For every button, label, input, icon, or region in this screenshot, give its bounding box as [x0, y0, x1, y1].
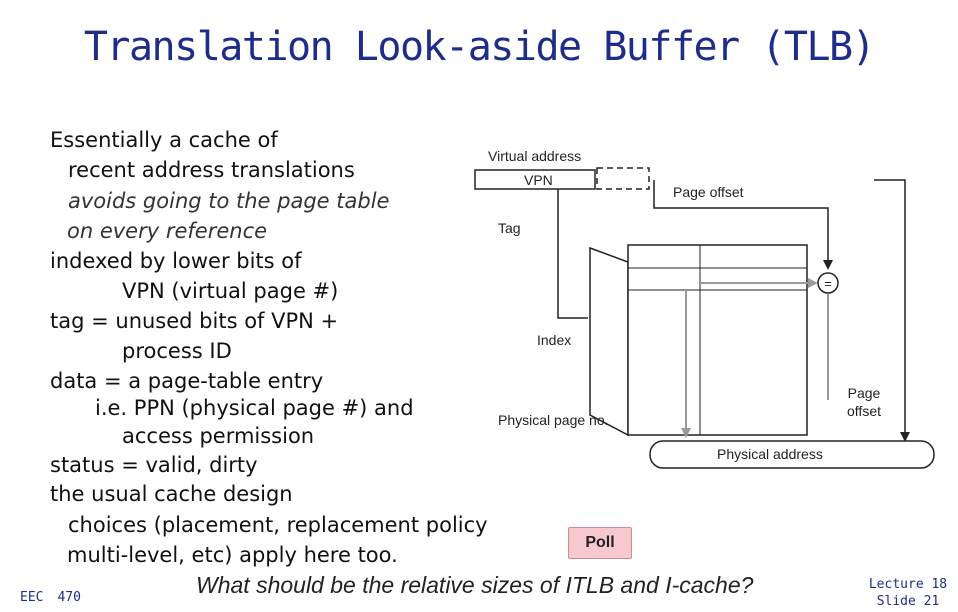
virtual-address-label: Virtual address — [488, 148, 581, 164]
slide-number: Slide 21 — [876, 594, 940, 609]
bullet-line: process ID — [122, 339, 232, 363]
slide-title: Translation Look-aside Buffer (TLB) — [83, 24, 876, 70]
physical-address-label: Physical address — [717, 446, 823, 462]
footer-course: EEC 470 — [20, 590, 81, 605]
bullet-line: status = valid, dirty — [50, 453, 258, 477]
page-offset-label: Page offset — [673, 184, 744, 200]
bullet-line: Essentially a cache of — [50, 128, 278, 152]
lecture-number: Lecture 18 — [868, 577, 948, 592]
poll-button[interactable]: Poll — [568, 527, 632, 559]
bullet-line: on every reference — [67, 219, 268, 243]
bullet-line: i.e. PPN (physical page #) and — [95, 396, 414, 420]
vpn-label: VPN — [524, 172, 553, 188]
page-offset-right-label: Page — [848, 385, 881, 401]
index-decoder — [589, 246, 629, 437]
question-text: What should be the relative sizes of ITL… — [196, 572, 754, 598]
tag-line — [653, 180, 833, 270]
vpn-split-box — [596, 167, 650, 190]
bullet-line: tag = unused bits of VPN + — [50, 309, 339, 333]
bullet-line: the usual cache design — [50, 482, 293, 506]
tag-label: Tag — [498, 220, 521, 236]
offset-line — [874, 179, 910, 442]
comparator-symbol: = — [824, 276, 832, 291]
vpn-field — [474, 169, 596, 190]
physical-address-box — [649, 440, 935, 469]
index-line — [557, 189, 588, 319]
footer-slide-info: Lecture 18 Slide 21 — [866, 576, 950, 610]
index-label: Index — [537, 332, 571, 348]
bullet-line: recent address translations — [68, 158, 355, 182]
bullet-line: multi-level, etc) apply here too. — [67, 543, 398, 567]
bullet-line: avoids going to the page table — [68, 189, 390, 213]
course-code: EEC — [20, 590, 44, 605]
physical-page-label: Physical page no. — [498, 412, 609, 428]
bullet-line: indexed by lower bits of — [50, 249, 302, 273]
bullet-line: VPN (virtual page #) — [122, 279, 339, 303]
page-offset-right-label: offset — [847, 403, 881, 419]
bullet-line: access permission — [122, 424, 315, 448]
bullet-line: choices (placement, replacement policy — [68, 513, 488, 537]
course-number: 470 — [57, 590, 81, 605]
comparator — [817, 272, 839, 294]
bullet-line: data = a page-table entry — [50, 369, 324, 393]
tlb-table — [627, 244, 808, 436]
